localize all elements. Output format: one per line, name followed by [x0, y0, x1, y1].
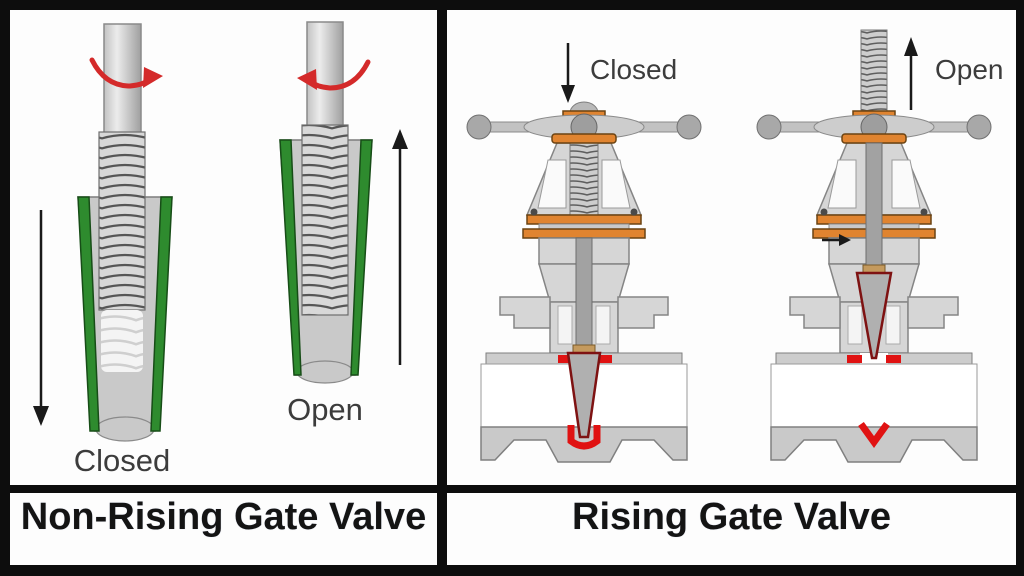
green-guide-right	[350, 139, 373, 376]
flange-bolt-left	[820, 208, 828, 216]
yoke-window-left	[827, 159, 857, 209]
rising-valve-closed-figure: Closed	[466, 43, 702, 463]
yoke-collar-ring	[551, 133, 617, 144]
engaged-threads	[101, 310, 143, 372]
yoke-window-right	[891, 159, 921, 209]
rotate-clockwise-arrow-icon	[89, 57, 163, 89]
down-arrow-icon	[561, 43, 575, 103]
gate-wedge-raised	[855, 271, 893, 360]
valve-stem	[865, 142, 883, 273]
rising-valve-diagram: Closed	[466, 29, 1004, 463]
handwheel-knob-left	[756, 114, 782, 140]
green-guide-left	[77, 196, 100, 432]
seat-ring-right	[597, 355, 612, 363]
flow-bore	[770, 363, 978, 428]
gland-pointer-arrow-icon	[822, 234, 851, 246]
yoke-collar-ring	[841, 133, 907, 144]
seat-ring-left	[558, 355, 573, 363]
bonnet-cavity-right	[885, 305, 901, 345]
down-arrow-icon	[33, 210, 49, 426]
non-rising-title: Non-Rising Gate Valve	[20, 496, 427, 538]
non-rising-valve-diagram: Closed Open	[33, 21, 408, 478]
handwheel	[466, 113, 702, 141]
rising-panel: Closed	[447, 10, 1016, 485]
closed-label: Closed	[74, 443, 171, 478]
bottom-seat	[567, 425, 601, 450]
flange-bolt-right	[630, 208, 638, 216]
flange-bolt-right	[920, 208, 928, 216]
open-label: Open	[935, 54, 1004, 85]
up-arrow-icon	[904, 37, 918, 110]
stem-threads	[301, 124, 349, 316]
seat-ring-left	[847, 355, 862, 363]
handwheel-knob-right	[966, 114, 992, 140]
closed-label: Closed	[590, 54, 677, 85]
rotate-counter-clockwise-arrow-icon	[297, 59, 371, 91]
rising-title: Rising Gate Valve	[572, 496, 891, 538]
green-guide-right	[150, 196, 173, 432]
green-guide-left	[279, 139, 302, 376]
non-rising-stem-closed-figure: Closed	[33, 23, 173, 478]
body-tab-left	[789, 296, 841, 329]
handwheel-knob-right	[676, 114, 702, 140]
body-tab-right	[617, 296, 669, 329]
body-tab-left	[499, 296, 551, 329]
bottom-seat	[858, 421, 890, 448]
rising-title-box: Rising Gate Valve	[447, 493, 1016, 565]
bonnet-cavity-left	[557, 305, 573, 345]
stem-threads	[98, 131, 146, 311]
handwheel-knob-left	[466, 114, 492, 140]
body-tab-right	[907, 296, 959, 329]
sleeve-tip	[95, 416, 155, 442]
flange-bolt-left	[530, 208, 538, 216]
yoke-window-right	[601, 159, 631, 209]
seat-ring-right	[886, 355, 901, 363]
risen-threaded-stem	[860, 29, 888, 115]
yoke-window-left	[537, 159, 567, 209]
up-arrow-icon	[392, 129, 408, 365]
valve-stem	[575, 237, 593, 353]
threaded-stem-in-yoke	[569, 142, 599, 216]
non-rising-stem-open-figure: Open	[279, 21, 408, 427]
rising-valve-open-figure: Open	[756, 29, 1004, 463]
non-rising-title-box: Non-Rising Gate Valve	[10, 493, 437, 565]
bonnet-cavity-left	[847, 305, 863, 345]
gate-wedge-seated	[566, 351, 602, 439]
non-rising-panel: Closed Open	[10, 10, 437, 485]
bonnet-cavity-right	[595, 305, 611, 345]
sleeve-tip	[296, 360, 354, 384]
open-label: Open	[287, 392, 363, 427]
